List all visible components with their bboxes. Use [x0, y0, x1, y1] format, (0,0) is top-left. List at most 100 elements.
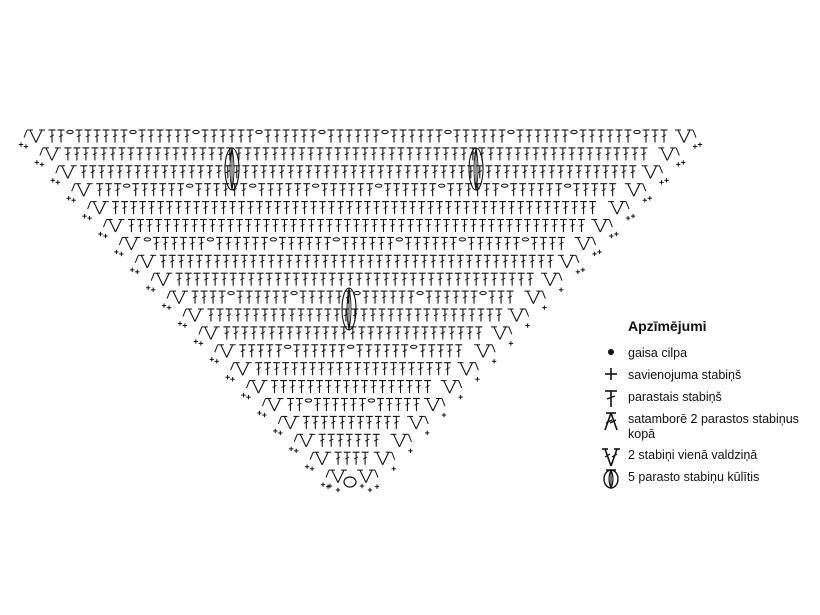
double-crochet-stitch: [456, 183, 464, 197]
double-crochet-stitch: [526, 201, 534, 215]
double-crochet-stitch: [296, 165, 304, 179]
double-crochet-stitch: [320, 415, 328, 429]
double-crochet-stitch: [431, 236, 439, 250]
double-crochet-stitch: [240, 254, 248, 268]
double-crochet-stitch: [390, 129, 398, 143]
double-crochet-stitch: [448, 326, 456, 340]
double-crochet-stitch: [382, 201, 390, 215]
double-crochet-stitch: [183, 129, 191, 143]
double-crochet-stitch: [445, 201, 453, 215]
double-crochet-stitch: [559, 147, 567, 161]
double-crochet-stitch: [557, 165, 565, 179]
double-crochet-stitch: [519, 183, 527, 197]
slip-stitch-icon: [605, 368, 617, 380]
double-crochet-stitch: [204, 183, 212, 197]
double-crochet-stitch: [412, 397, 420, 412]
double-crochet-stitch: [517, 272, 525, 286]
double-crochet-stitch: [127, 147, 135, 161]
double-crochet-stitch: [341, 165, 349, 179]
double-crochet-stitch: [521, 165, 529, 179]
double-crochet-stitch: [321, 183, 329, 197]
double-crochet-stitch: [355, 272, 363, 286]
slip-stitch: [335, 487, 341, 493]
edge-fan-stitch: [373, 451, 396, 465]
double-crochet-stitch: [337, 201, 345, 215]
double-crochet-stitch: [289, 380, 297, 394]
slip-stitch: [278, 430, 283, 436]
double-crochet-stitch: [402, 254, 410, 268]
slip-stitch: [34, 160, 40, 165]
double-crochet-stitch: [400, 272, 408, 286]
double-crochet-stitch: [231, 254, 239, 268]
double-crochet-stitch: [427, 272, 435, 286]
double-crochet-stitch: [300, 362, 308, 376]
double-crochet-stitch: [445, 272, 453, 286]
double-crochet-stitch: [366, 254, 374, 268]
double-crochet-stitch: [343, 451, 351, 465]
double-crochet-stitch: [207, 308, 215, 322]
double-crochet-stitch: [242, 165, 250, 179]
slip-stitch: [130, 267, 135, 273]
double-crochet-stitch: [356, 344, 364, 358]
slip-stitch: [50, 178, 55, 183]
double-crochet-stitch: [238, 272, 246, 286]
double-crochet-stitch: [255, 362, 263, 376]
double-crochet-stitch: [595, 147, 603, 161]
double-crochet-stitch: [476, 165, 484, 179]
double-crochet-stitch: [326, 290, 334, 304]
double-crochet-stitch: [537, 183, 545, 197]
double-crochet-stitch: [313, 326, 321, 340]
double-crochet-stitch: [333, 308, 341, 322]
double-crochet-stitch: [217, 218, 225, 233]
double-crochet-stitch: [354, 129, 362, 143]
double-crochet-stitch: [328, 201, 336, 215]
double-crochet-icon: [605, 390, 617, 407]
double-crochet-stitch: [275, 344, 283, 358]
double-crochet-stitch: [109, 147, 117, 161]
double-crochet-stitch: [426, 129, 434, 143]
double-crochet-stitch: [348, 183, 356, 197]
double-crochet-stitch: [403, 326, 411, 340]
double-crochet-stitch: [453, 129, 461, 143]
double-crochet-stitch: [285, 254, 293, 268]
double-crochet-stitch: [298, 218, 306, 233]
slip-stitch: [230, 377, 235, 382]
double-crochet-stitch: [375, 254, 383, 268]
double-crochet-stitch: [343, 218, 351, 233]
double-crochet-stitch: [609, 183, 617, 197]
chain-stitch: [444, 129, 452, 135]
double-crochet-stitch: [437, 344, 445, 358]
chain-stitch: [290, 291, 298, 296]
slip-stitch: [150, 287, 156, 292]
double-crochet-stitch: [237, 129, 245, 143]
legend-item-bobble: 5 parasto stabiņu kūlītis: [600, 468, 820, 490]
double-crochet-stitch: [318, 362, 326, 376]
double-crochet-stitch: [280, 380, 288, 394]
double-crochet-stitch: [413, 165, 421, 179]
double-crochet-stitch: [346, 272, 354, 286]
double-crochet-stitch: [441, 308, 449, 322]
edge-fan-stitch: [277, 415, 300, 430]
double-crochet-stitch: [368, 236, 376, 250]
double-crochet-stitch: [379, 380, 387, 394]
double-crochet-stitch: [232, 326, 240, 340]
double-crochet-stitch: [335, 290, 343, 304]
double-crochet-stitch: [195, 254, 203, 268]
double-crochet-stitch: [288, 308, 296, 322]
double-crochet-stitch: [325, 218, 333, 233]
double-crochet-stitch: [280, 218, 288, 233]
double-crochet-stitch: [433, 147, 441, 161]
double-crochet-stitch: [213, 254, 221, 268]
double-crochet-stitch: [402, 183, 410, 197]
double-crochet-stitch: [440, 236, 448, 250]
slip-stitch: [257, 410, 262, 416]
double-crochet-stitch: [147, 129, 155, 143]
double-crochet-stitch: [75, 129, 83, 143]
double-crochet-stitch: [435, 362, 443, 376]
double-crochet-stitch: [546, 254, 554, 268]
slip-stitch: [246, 394, 251, 400]
two-dc-same-stitch-icon: [602, 448, 620, 467]
edge-fan-stitch: [293, 433, 316, 448]
double-crochet-stitch: [455, 344, 463, 358]
double-crochet-stitch: [238, 201, 246, 215]
